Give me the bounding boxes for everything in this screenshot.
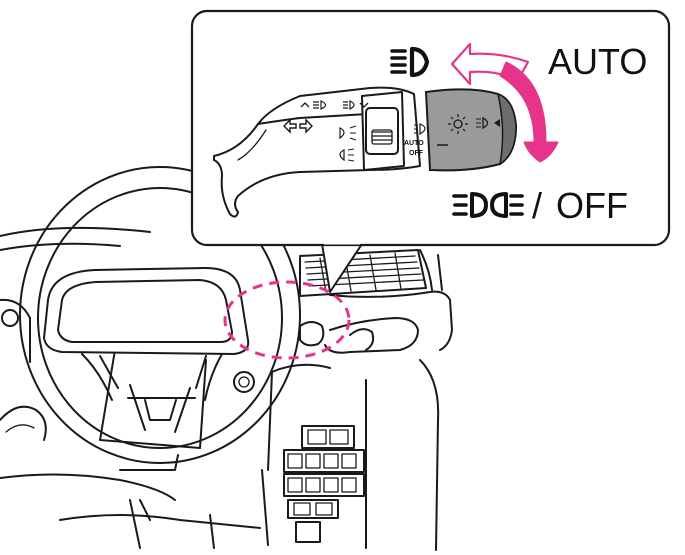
- switch-headlight-icon: [414, 123, 426, 136]
- callout-panel: AUTO OFF: [190, 9, 671, 293]
- headlight-icon: [390, 46, 430, 78]
- stalk-auto-text: AUTO: [404, 140, 424, 147]
- steering-wheel: [19, 166, 301, 464]
- separator-slash: /: [532, 185, 542, 226]
- center-console: [261, 359, 440, 551]
- light-switch-stalk: AUTO OFF: [213, 86, 518, 218]
- rotation-direction-arrow: [499, 61, 559, 163]
- sun-sensor-icon: [448, 114, 468, 134]
- air-vent: [299, 249, 427, 297]
- high-beam-mini-icon: [300, 100, 369, 110]
- sidelight-icon: [452, 192, 524, 218]
- knob-headlight-icon: [476, 116, 500, 130]
- auto-label: AUTO: [548, 41, 647, 82]
- stalk-off-text: OFF: [409, 150, 424, 157]
- fog-light-icon: [339, 125, 357, 162]
- turn-signal-arrows-icon: [283, 118, 313, 134]
- dashboard-scene: [0, 226, 453, 551]
- stalk-highlight: [223, 280, 351, 360]
- off-label: OFF: [556, 185, 628, 226]
